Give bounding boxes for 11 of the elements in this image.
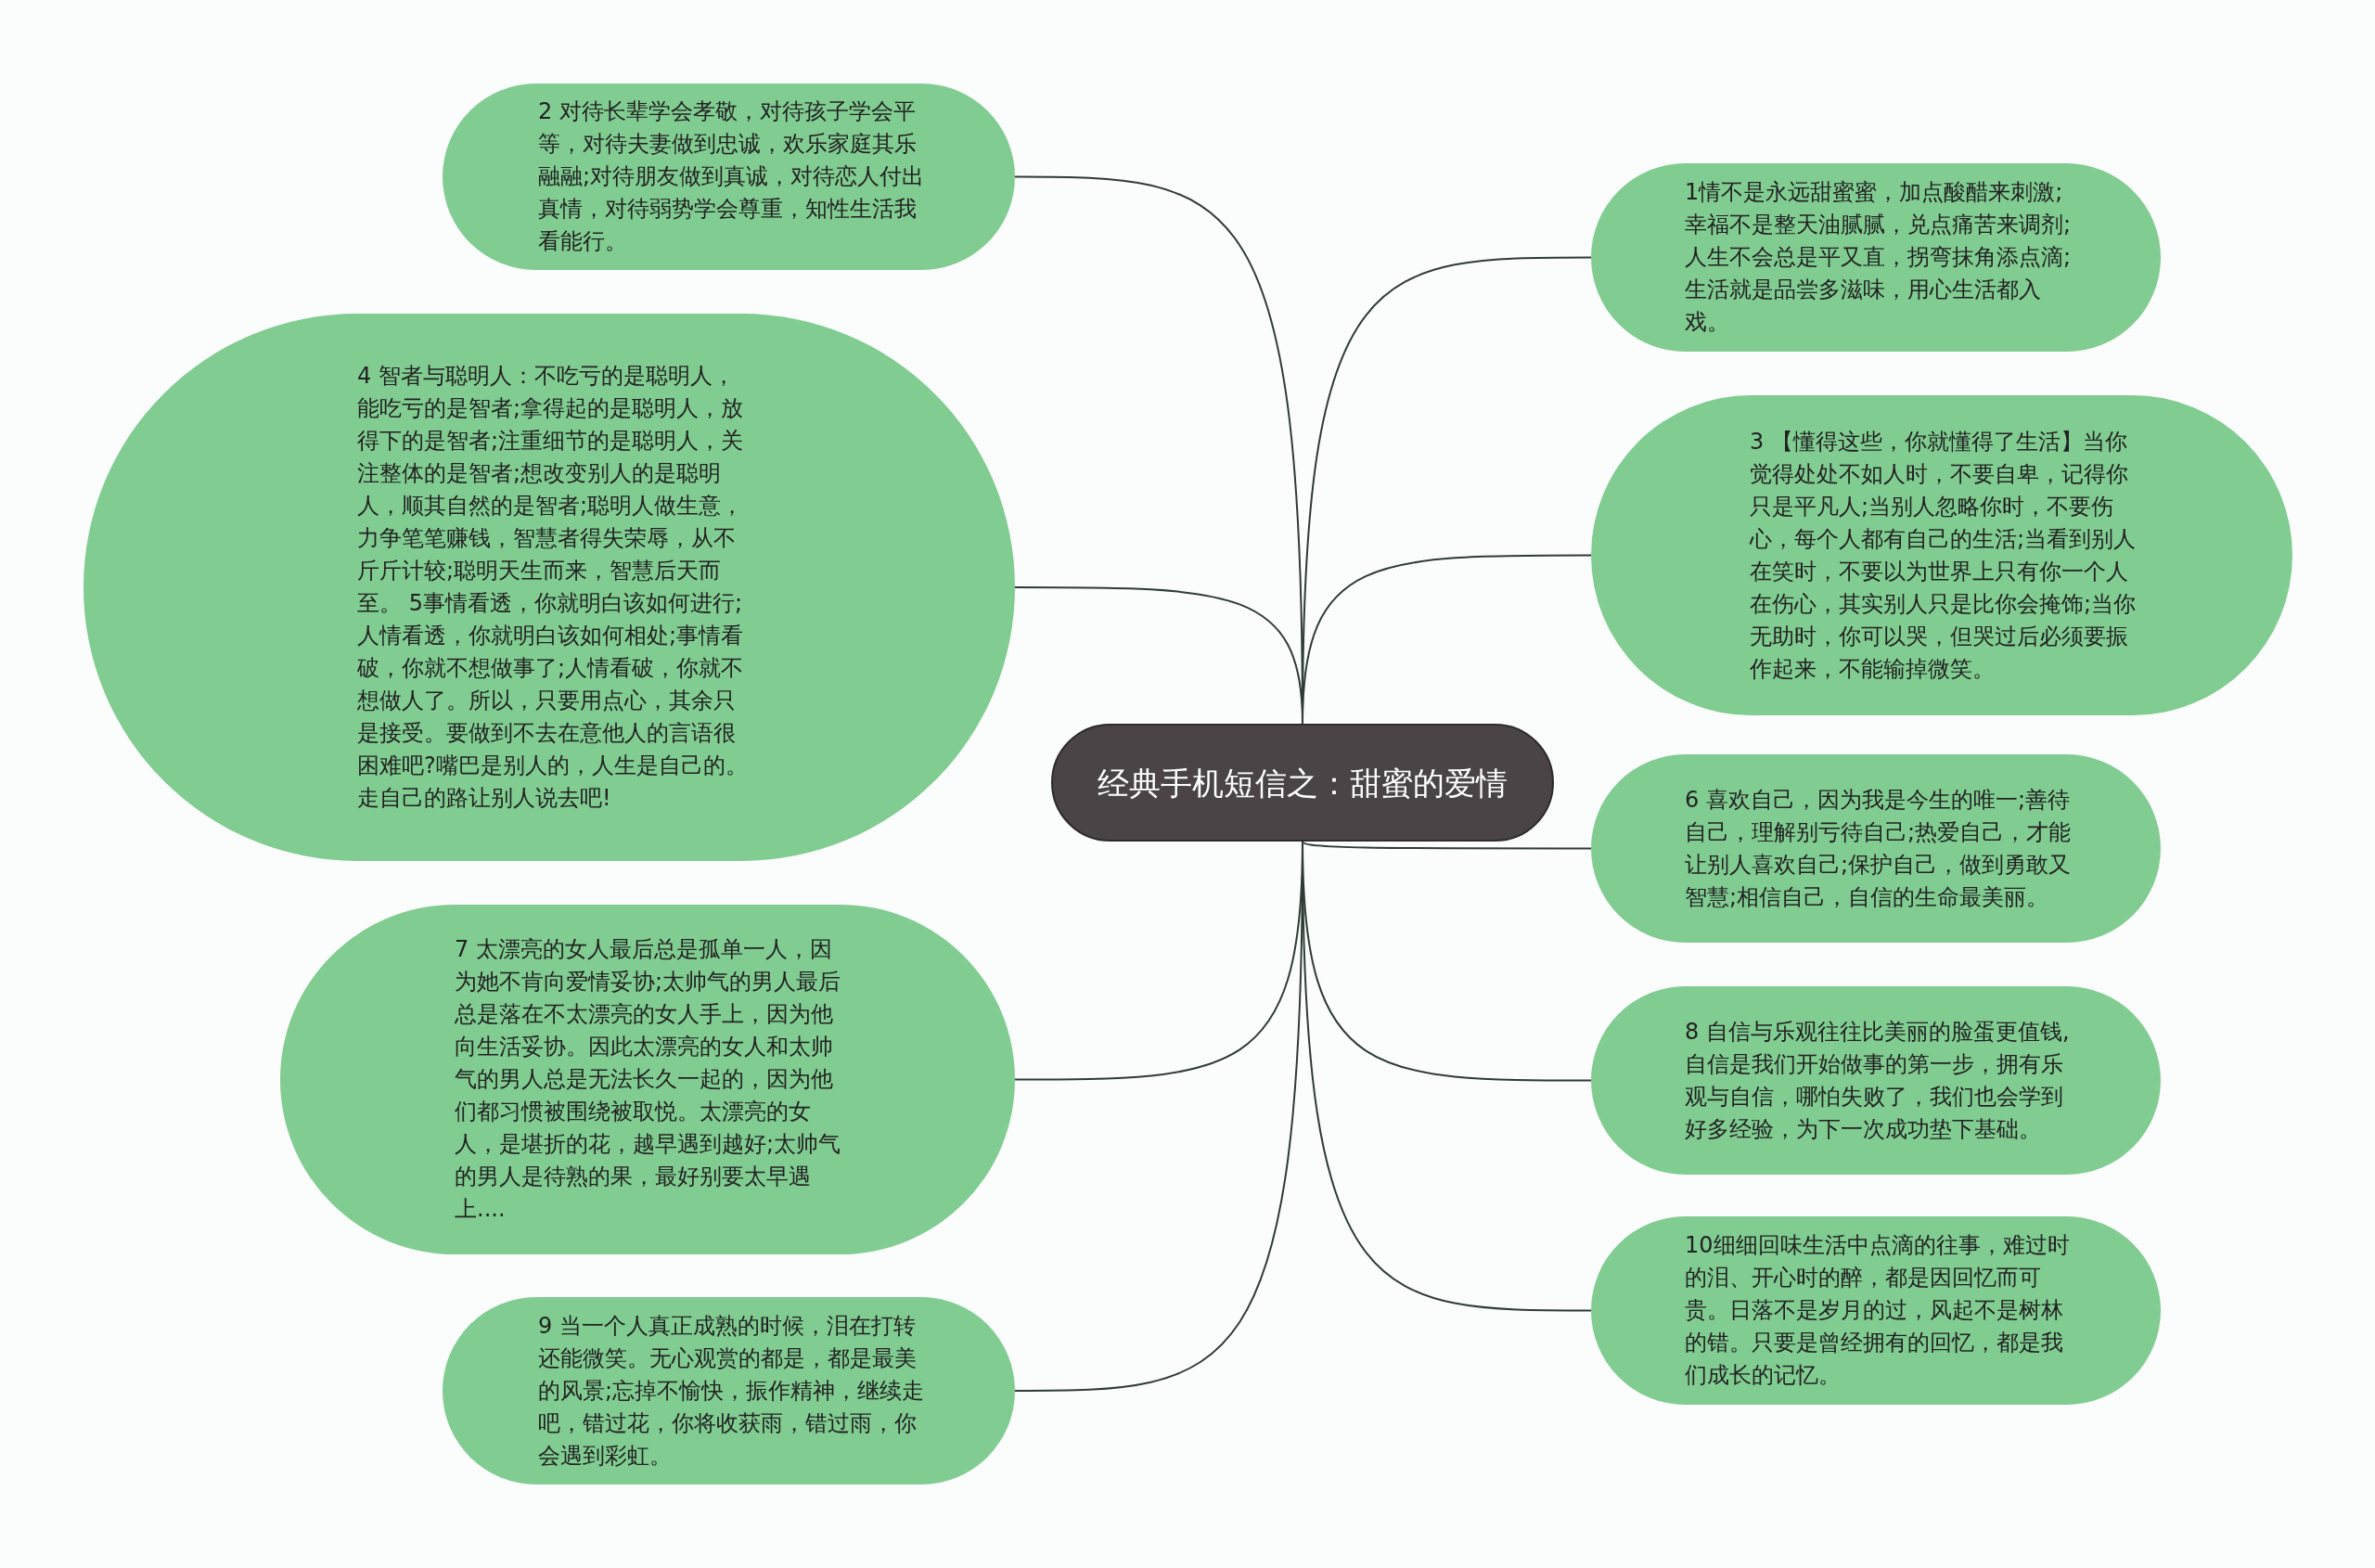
topic-text: 7 太漂亮的女人最后总是孤单一人，因为她不肯向爱情妥协;太帅气的男人最后总是落在不太漂亮的女人手上，因为他向生活妥协。因此太漂亮的女人和太帅气的男人总是无法长久一起的，因为他们都习惯被围绕被取悦。太漂亮的女人，是堪折的花，越早遇到越好;太帅气的男人是待熟的果，最好别要太早遇上.... <box>455 935 842 1224</box>
topic-title: 经典手机短信之：甜蜜的爱情 <box>1097 763 1508 803</box>
topic-text: 6 喜欢自己，因为我是今生的唯一;善待自己，理解别亏待自己;热爱自己，才能让别人喜欢自己;保护自己，做到勇敢又智慧;相信自己，自信的生命最美丽。 <box>1685 785 2073 912</box>
topic-text: 8 自信与乐观往往比美丽的脸蛋更值钱,自信是我们开始做事的第一步，拥有乐观与自信，哪怕失败了，我们也会学到好多经验，为下一次成功垫下基础。 <box>1685 1017 2071 1144</box>
topic-text: 1情不是永远甜蜜蜜，加点酸醋来刺激;幸福不是整天油腻腻，兑点痛苦来调剂;人生不会总是平又直，拐弯抹角添点滴;生活就是品尝多滋味，用心生活都入戏。 <box>1685 178 2073 337</box>
topic-text: 4 智者与聪明人：不吃亏的是聪明人，能吃亏的是智者;拿得起的是聪明人，放得下的是智者;注重细节的是聪明人，关注整体的是智者;想改变别人的是聪明人，顺其自然的是智者;聪明人做生意，力争笔笔赚钱，智慧者得失荣辱，从不斤斤计较;聪明天生而来，智慧后天而至。 5事情看透，你就明白该如何进行;人情看透，你就明白该如何相处;事情看破，你就不想做事了;人情看破，你就不想做人了。所以，只要用点心，其余只是接受。要做到不去在意他人的言语很困难吧?嘴巴是别人的，人生是自己的。走自己的路让别人说去吧! <box>357 362 749 813</box>
topic-text: 3 【懂得这些，你就懂得了生活】当你觉得处处不如人时，不要自卑，记得你只是平凡人;当别人忽略你时，不要伤心，每个人都有自己的生活;当看到别人在笑时，不要以为世界上只有你一个人在伤心，其实别人只是比你会掩饰;当你无助时，你可以哭，但哭过后必须要振作起来，不能输掉微笑。 <box>1750 427 2138 684</box>
topic-text: 10细细回味生活中点滴的往事，难过时的泪、开心时的醉，都是因回忆而可贵。日落不是岁月的过，风起不是树林的错。只要是曾经拥有的回忆，都是我们成长的记忆。 <box>1685 1231 2071 1390</box>
topic-text: 9 当一个人真正成熟的时候，泪在打转还能微笑。无心观赏的都是，都是最美的风景;忘掉不愉快，振作精神，继续走吧，错过花，你将收获雨，错过雨，你会遇到彩虹。 <box>538 1311 926 1471</box>
topic-text: 2 对待长辈学会孝敬，对待孩子学会平等，对待夫妻做到忠诚，欢乐家庭其乐融融;对待朋友做到真诚，对待恋人付出真情，对待弱势学会尊重，知性生活我看能行。 <box>538 97 926 256</box>
connector-line <box>1302 841 1592 850</box>
